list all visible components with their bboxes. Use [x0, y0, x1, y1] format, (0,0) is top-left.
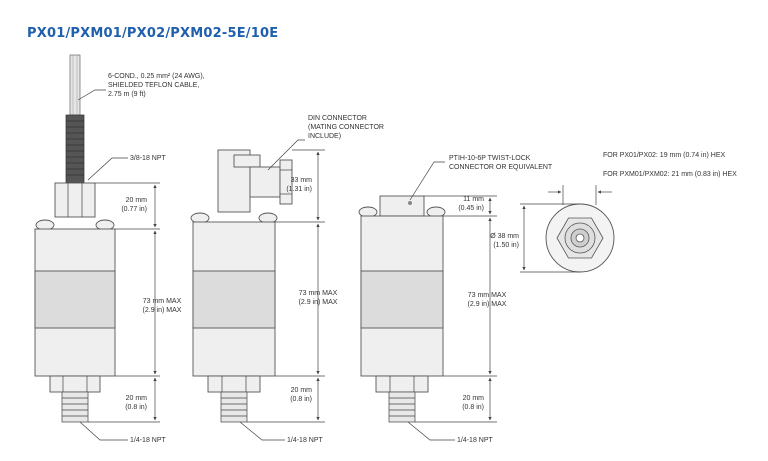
- dim-bottom-in: (0.8 in): [125, 404, 147, 411]
- dim-body-mm: 73 mm MAX: [468, 292, 507, 299]
- port-hole: [575, 233, 585, 243]
- twistlock-note-line-2: CONNECTOR OR EQUIVALENT: [449, 164, 553, 171]
- svg-text:73 mm MAX(2.9 in) MAX: 73 mm MAX (2.9 in) MAX: [143, 298, 182, 314]
- cable: [69, 54, 81, 116]
- dim-body-in: (2.9 in) MAX: [468, 301, 507, 308]
- svg-text:6-COND., 0.25 mm² (24 AWG),SHI: 6-COND., 0.25 mm² (24 AWG), SHIELDED TEFL…: [108, 73, 205, 98]
- din-cable-gland: [279, 159, 293, 205]
- svg-text:73 mm MAX(2.9 in) MAX: 73 mm MAX (2.9 in) MAX: [468, 292, 507, 308]
- bottom-thread-label: 1/4-18 NPT: [130, 437, 167, 444]
- svg-text:Ø 38 mm(1.50 in): Ø 38 mm (1.50 in): [490, 233, 519, 249]
- bottom-hex: [49, 375, 101, 393]
- diameter-mm: Ø 38 mm: [490, 233, 519, 240]
- screw-head: [426, 206, 446, 218]
- din-version-view: DIN CONNECTOR (MATING CONNECTOR INCLUDE) 3…: [190, 115, 384, 444]
- din-note-line-3: INCLUDE): [308, 133, 341, 140]
- svg-text:20 mm(0.8 in): 20 mm (0.8 in): [462, 395, 484, 411]
- svg-text:20 mm(0.77 in): 20 mm (0.77 in): [121, 197, 147, 213]
- dim-bottom-mm: 20 mm: [291, 387, 313, 394]
- twistlock-note-line-1: PTIH-10-6P TWIST-LOCK: [449, 155, 531, 162]
- dim-top-in: (1.31 in): [286, 186, 312, 193]
- svg-text:73 mm MAX(2.9 in) MAX: 73 mm MAX (2.9 in) MAX: [299, 290, 338, 306]
- din-note-line-1: DIN CONNECTOR: [308, 115, 367, 122]
- bottom-thread-label: 1/4-18 NPT: [457, 437, 494, 444]
- twistlock-version-view: PTIH-10-6P TWIST-LOCK CONNECTOR OR EQUIVA…: [358, 155, 553, 444]
- bottom-thread: [61, 391, 89, 423]
- din-connector-top: [233, 154, 261, 168]
- label-band: [34, 270, 116, 329]
- dim-bottom-in: (0.8 in): [290, 396, 312, 403]
- cable-version-view: 6-COND., 0.25 mm² (24 AWG), SHIELDED TEFL…: [34, 54, 205, 444]
- cable-note-line-2: SHIELDED TEFLON CABLE,: [108, 82, 199, 89]
- svg-text:DIN CONNECTOR(MATING CONNECTOR: DIN CONNECTOR (MATING CONNECTOR INCLUDE): [308, 115, 384, 140]
- screw-head: [190, 212, 210, 224]
- din-connector-side: [249, 166, 281, 198]
- dim-body-in: (2.9 in) MAX: [143, 307, 182, 314]
- top-view: FOR PX01/PX02: 19 mm (0.74 in) HEX FOR P…: [490, 152, 737, 273]
- screw-head: [95, 219, 115, 231]
- dim-top-mm: 11 mm: [463, 196, 484, 203]
- bottom-hex: [375, 375, 429, 393]
- dim-top-mm: 20 mm: [126, 197, 148, 204]
- svg-text:11 mm(0.45 in): 11 mm (0.45 in): [458, 196, 484, 212]
- cable-note-line-1: 6-COND., 0.25 mm² (24 AWG),: [108, 73, 205, 80]
- hex-fitting: [54, 182, 96, 218]
- hex-note-pxm: FOR PXM01/PXM02: 21 mm (0.83 in) HEX: [603, 171, 737, 178]
- dim-bottom-mm: 20 mm: [463, 395, 485, 402]
- svg-text:33 mm(1.31 in): 33 mm (1.31 in): [286, 177, 312, 193]
- dim-bottom-in: (0.8 in): [462, 404, 484, 411]
- label-band: [192, 270, 276, 329]
- dim-top-in: (0.77 in): [121, 206, 147, 213]
- diameter-in: (1.50 in): [493, 242, 519, 249]
- dim-top-mm: 33 mm: [291, 177, 313, 184]
- screw-head: [258, 212, 278, 224]
- svg-text:20 mm(0.8 in): 20 mm (0.8 in): [125, 395, 147, 411]
- dim-top-in: (0.45 in): [458, 205, 484, 212]
- twistlock-connector: [379, 195, 425, 217]
- screw-head: [358, 206, 378, 218]
- page-title: PX01/PXM01/PX02/PXM02-5E/10E: [27, 26, 279, 41]
- bottom-thread-label: 1/4-18 NPT: [287, 437, 324, 444]
- cable-gland-thread: [65, 114, 85, 184]
- screw-head: [35, 219, 55, 231]
- dim-bottom-mm: 20 mm: [126, 395, 148, 402]
- din-note-line-2: (MATING CONNECTOR: [308, 124, 384, 131]
- dim-body-mm: 73 mm MAX: [299, 290, 338, 297]
- top-thread-label: 3/8-18 NPT: [130, 155, 167, 162]
- bottom-thread: [388, 391, 416, 423]
- bottom-hex: [207, 375, 261, 393]
- dim-body-in: (2.9 in) MAX: [299, 299, 338, 306]
- label-band: [360, 270, 444, 329]
- bottom-thread: [220, 391, 248, 423]
- hex-note-px: FOR PX01/PX02: 19 mm (0.74 in) HEX: [603, 152, 725, 159]
- cable-note-line-3: 2.75 m (9 ft): [108, 91, 146, 98]
- svg-text:20 mm(0.8 in): 20 mm (0.8 in): [290, 387, 312, 403]
- dim-body-mm: 73 mm MAX: [143, 298, 182, 305]
